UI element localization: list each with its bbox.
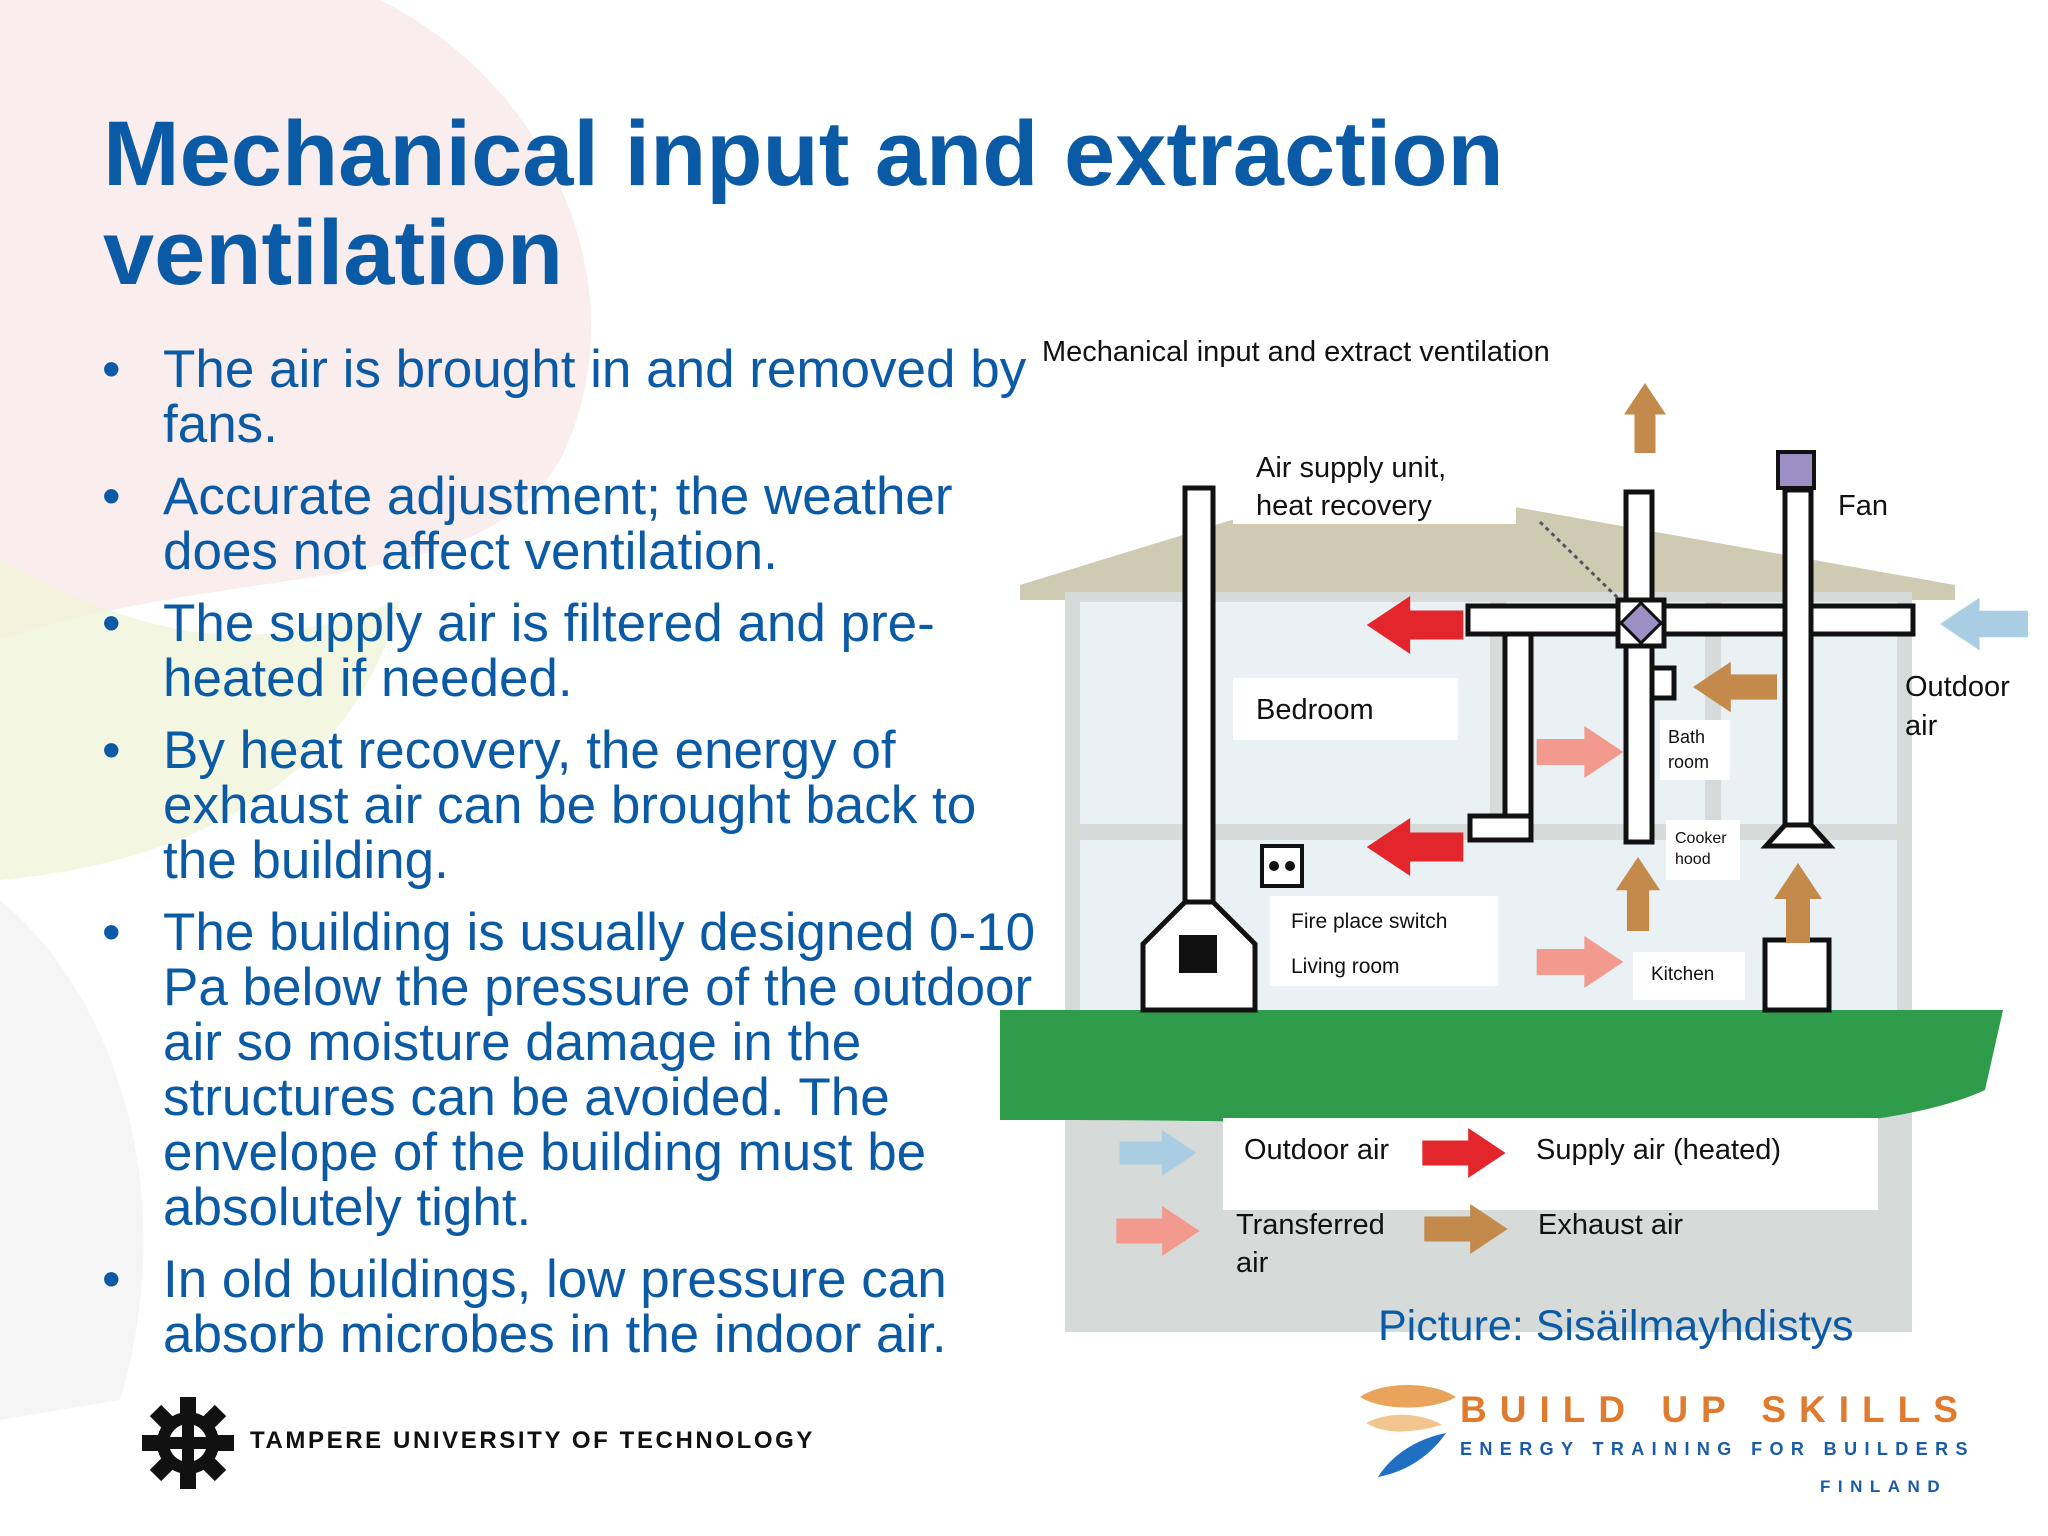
bullet-marker: •	[102, 721, 121, 780]
build-up-skills-tagline: ENERGY TRAINING FOR BUILDERS	[1460, 1439, 1975, 1459]
air-supply-unit-label-box	[1233, 442, 1516, 524]
bullet-item: • Accurate adjustment; the weather does n…	[102, 469, 1042, 579]
bathroom-branch	[1649, 665, 1677, 701]
bathroom-label: room	[1668, 752, 1709, 772]
bullet-item: • The building is usually designed 0-10 P…	[102, 905, 1042, 1235]
switch-dot-icon	[1285, 861, 1295, 871]
bedroom-label: Bedroom	[1256, 694, 1374, 726]
bullet-item: • In old buildings, low pressure can abso…	[102, 1252, 1042, 1362]
house-roof	[1020, 480, 1955, 600]
bullet-marker: •	[102, 1250, 121, 1309]
fireplace-switch-icon	[1260, 844, 1304, 888]
outdoor-air-arrow	[1940, 597, 2028, 651]
legend-exhaust-air-label: Exhaust air	[1538, 1209, 1683, 1241]
bedroom-label-box	[1233, 678, 1458, 740]
bathroom-label: Bath	[1668, 727, 1705, 747]
bullet-item: • The air is brought in and removed by fa…	[102, 342, 1042, 452]
fan-duct	[1782, 487, 1814, 828]
bathroom-label-box	[1660, 720, 1730, 780]
upper-floor	[1080, 602, 1897, 824]
bullet-text: Accurate adjustment; the weather does no…	[163, 467, 953, 581]
build-up-skills-wordmark: BUILD UP SKILLS	[1460, 1389, 1971, 1430]
kitchen-label-box	[1633, 952, 1745, 1000]
cooker-hood-label-box	[1666, 820, 1740, 880]
build-up-skills-logo-icon	[1360, 1385, 1456, 1477]
interior-wall-left	[1490, 602, 1506, 824]
living-room-label: Living room	[1291, 955, 1400, 978]
build-up-skills-country: FINLAND	[1820, 1477, 1948, 1496]
ground	[1000, 1010, 2003, 1134]
bullet-text: By heat recovery, the energy of exhaust …	[163, 721, 977, 890]
bullet-item: • The supply air is filtered and pre-heat…	[102, 596, 1042, 706]
air-supply-unit-label: Air supply unit,	[1256, 452, 1446, 484]
bullet-marker: •	[102, 467, 121, 526]
bullet-item: • By heat recovery, the energy of exhaust…	[102, 723, 1042, 888]
fan-icon	[1776, 450, 1816, 490]
bullet-list: • The air is brought in and removed by fa…	[102, 342, 1042, 1379]
kitchen-box	[1762, 937, 1832, 1013]
legend-transferred-air-label: Transferred	[1236, 1209, 1385, 1241]
outdoor-air-label: air	[1905, 710, 1938, 742]
fireplace-opening	[1179, 935, 1217, 973]
bullet-text: The air is brought in and removed by fan…	[163, 340, 1027, 454]
tut-gear-logo-icon	[142, 1397, 234, 1489]
picture-credit: Picture: Sisäilmayhdistys	[1378, 1302, 1854, 1350]
living-room-label-box	[1270, 896, 1498, 986]
bullet-marker: •	[102, 594, 121, 653]
supply-lower-branch	[1467, 813, 1534, 843]
bullet-text: The supply air is filtered and pre-heate…	[163, 594, 935, 708]
bullet-marker: •	[102, 340, 121, 399]
bullet-text: The building is usually designed 0-10 Pa…	[163, 903, 1036, 1237]
page-title: Mechanical input and extraction ventilat…	[103, 103, 1504, 304]
heat-recovery-core	[1618, 600, 1664, 646]
exhaust-up-arrow	[1624, 383, 1666, 453]
supply-vertical-duct	[1502, 631, 1534, 839]
air-supply-unit-label: heat recovery	[1256, 490, 1432, 522]
unit-pointer-line	[1538, 520, 1622, 602]
cooker-hood-duct	[1760, 822, 1836, 849]
bullet-text: In old buildings, low pressure can absor…	[163, 1250, 947, 1364]
legend-background	[1223, 1118, 1878, 1210]
bullet-marker: •	[102, 903, 121, 962]
switch-dot-icon	[1269, 861, 1279, 871]
chimney	[1182, 485, 1216, 911]
cooker-hood-label: Cooker	[1675, 830, 1727, 847]
fan-label: Fan	[1838, 490, 1888, 522]
cooker-hood-label: hood	[1675, 851, 1711, 868]
main-horizontal-duct	[1465, 603, 1916, 637]
legend-outdoor-air-label: Outdoor air	[1244, 1134, 1389, 1166]
heat-recovery-riser	[1623, 489, 1655, 845]
outdoor-air-label: Outdoor	[1905, 671, 2010, 703]
ventilation-diagram: Mechanical input and extract ventilation…	[1000, 336, 2028, 1332]
tut-wordmark: TAMPERE UNIVERSITY OF TECHNOLOGY	[250, 1427, 816, 1454]
legend-supply-air-label: Supply air (heated)	[1536, 1134, 1781, 1166]
diagram-title: Mechanical input and extract ventilation	[1042, 336, 1550, 368]
legend-transferred-air-label: air	[1236, 1247, 1269, 1279]
kitchen-label: Kitchen	[1651, 964, 1714, 985]
fire-place-switch-label: Fire place switch	[1291, 910, 1447, 933]
